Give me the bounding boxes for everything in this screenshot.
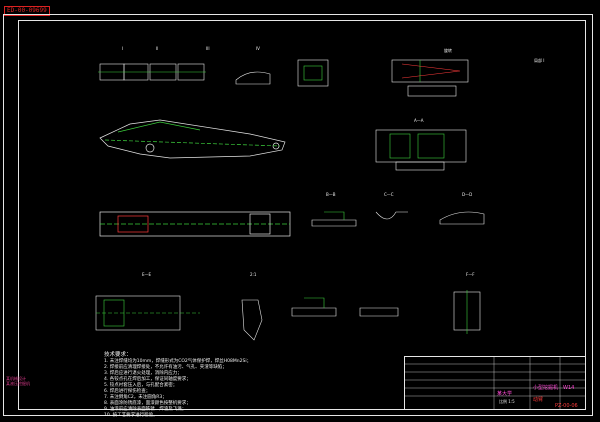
drawing-number-stamp: ED-00-09699 <box>4 6 50 16</box>
side-note-line: 某液压挖掘机 <box>6 381 30 386</box>
notes-line: 3. 焊后应进行退火处理，消除内应力； <box>104 371 182 376</box>
view-label-detail: 局部 I <box>534 58 545 63</box>
view-label-c-c: C—C <box>384 192 394 197</box>
view-label-f-f: F—F <box>466 272 475 277</box>
side-note-line: 某机械设计 <box>6 376 26 381</box>
view-label-d-d: D—D <box>462 192 473 197</box>
title-block-school: 某大学 <box>497 391 513 397</box>
title-block-machine: 小型挖掘机 <box>533 385 559 391</box>
notes-line: 9. 油漆前应清除表面铁锈、焊渣及飞溅； <box>104 407 187 412</box>
notes-line: 6. 焊后进行探伤检查； <box>104 389 151 394</box>
title-block: 某大学 小型挖掘机 W14 动臂 PZ-00-06 比例 1:5 <box>404 356 586 410</box>
view-label-ii: II <box>156 46 159 51</box>
notes-line: 5. 铰点衬套压入后，与孔配合紧密； <box>104 383 178 388</box>
notes-line: 10. 按工艺要求进行检验。 <box>104 413 158 418</box>
small-sections-row <box>311 211 485 227</box>
title-block-part-number: PZ-00-06 <box>555 403 578 409</box>
top-left-views <box>98 59 329 87</box>
notes-line: 7. 未注倒角C2，未注圆角R3； <box>104 395 167 400</box>
detail-view-bottom-left <box>95 295 200 331</box>
view-label-iv: IV <box>256 46 260 51</box>
inner-frame <box>18 20 586 410</box>
title-block-code: W14 <box>563 385 575 391</box>
view-label-i: I <box>122 46 124 51</box>
outer-frame <box>3 14 593 416</box>
notes-line: 4. 各铰点孔在焊后加工，保证同轴度要求； <box>104 377 191 382</box>
view-label-a-a: A—A <box>414 118 424 123</box>
section-view-a <box>375 129 467 171</box>
title-block-scale: 比例 1:5 <box>499 399 515 404</box>
view-label-rotated: 旋转 <box>444 48 452 53</box>
technical-notes: 技术要求： 1. 未注焊缝均为10mm，焊缝形式为CO2气体保护焊，焊丝H08M… <box>104 352 314 419</box>
view-label-b-b: B—B <box>326 192 336 197</box>
notes-title: 技术要求： <box>104 352 132 358</box>
title-block-part-name: 动臂 <box>533 397 544 403</box>
bottom-sections-row <box>241 290 481 341</box>
boom-side-view <box>99 119 286 159</box>
view-label-e-e: E—E <box>142 272 152 277</box>
top-right-view <box>391 59 469 97</box>
boom-plan-view <box>99 211 291 237</box>
notes-line: 8. 表面涂防锈底漆，面漆颜色按整机要求； <box>104 401 191 406</box>
view-label-scale: 2:1 <box>250 272 257 277</box>
left-margin-note: 某机械设计 某液压挖掘机 <box>6 376 30 386</box>
view-label-iii: III <box>206 46 210 51</box>
notes-line: 2. 焊接前应清理焊接处，不允许有油污、气孔、夹渣等缺陷； <box>104 365 227 370</box>
title-block-grid <box>404 356 586 410</box>
notes-line: 1. 未注焊缝均为10mm，焊缝形式为CO2气体保护焊，焊丝H08Mn2Si； <box>104 359 252 364</box>
